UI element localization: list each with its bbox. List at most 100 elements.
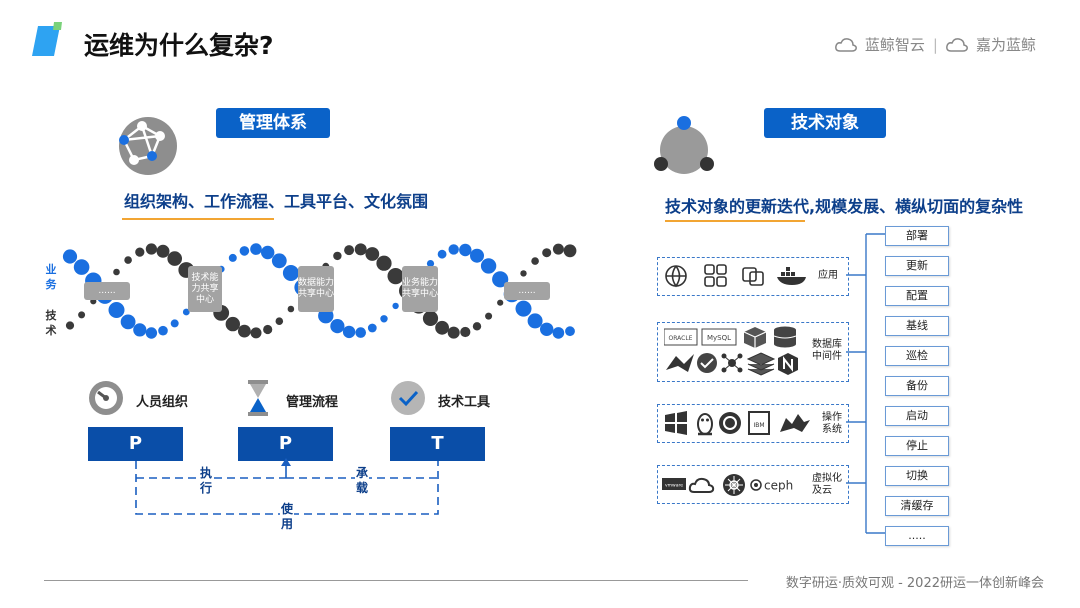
helix-box-data-capability: 数据能力共享中心 [298, 266, 334, 312]
helix-dot [170, 319, 179, 328]
helix-dot [167, 251, 182, 266]
nginx-icon [778, 353, 798, 375]
virtualization-icons: vmware ceph [662, 474, 793, 496]
check-icon [391, 381, 425, 415]
flow-execute-label: 执行 [199, 466, 213, 496]
label-business: 业务 [45, 263, 57, 291]
helix-dot [542, 248, 552, 258]
management-subtitle: 组织架构、工作流程、工具平台、文化氛围 [124, 192, 429, 211]
helix-dot [238, 324, 251, 338]
tech-object-subtitle: 技术对象的更新迭代,规模发展、横纵切面的复杂性 [665, 197, 1024, 216]
group-virtualization [657, 465, 849, 504]
helix-dot [355, 327, 367, 338]
group-databases-label: 数据库中间件 [812, 339, 842, 362]
globe-icon [665, 265, 687, 288]
op-update: 更新 [885, 256, 949, 276]
network-globe-icon [119, 117, 177, 175]
helix-dot [156, 244, 170, 258]
helix-dot [330, 319, 345, 334]
helix-dot [113, 268, 120, 276]
helix-dot [563, 244, 577, 258]
op-switch: 切换 [885, 466, 949, 486]
helix-dot [354, 243, 367, 256]
op-clear-cache: 清缓存 [885, 496, 949, 516]
helix-dot [124, 256, 132, 264]
op-configure: 配置 [885, 286, 949, 306]
helix-dot [380, 315, 388, 323]
svg-text:ORACLE: ORACLE [669, 335, 693, 342]
helix-dot [472, 322, 482, 331]
helix-dot [228, 253, 237, 262]
footer-divider [44, 580, 748, 581]
windows-icon [665, 411, 687, 435]
gauge-icon [89, 381, 123, 415]
helix-dot [552, 327, 565, 339]
helix-dot [540, 322, 554, 336]
stack-icon [746, 352, 776, 376]
helix-dot [271, 253, 287, 269]
op-stop: 停止 [885, 436, 949, 456]
helix-dot [145, 327, 158, 339]
docker-icon [777, 267, 806, 285]
helix-dot [135, 247, 145, 257]
page-title: 运维为什么复杂? [84, 31, 274, 60]
svg-text:IBM: IBM [753, 422, 764, 429]
helix-dot [422, 310, 439, 326]
ibm-icon: IBM [748, 411, 770, 435]
op-backup: 备份 [885, 376, 949, 396]
management-pill: 管理体系 [216, 108, 330, 138]
tool-label-tools: 技术工具 [438, 395, 491, 410]
os-icons: IBM [665, 411, 810, 436]
label-tech: 技术 [45, 309, 57, 337]
brand-separator: | [932, 35, 938, 54]
helix-dot [78, 311, 86, 319]
group-os-label: 操作系统 [822, 412, 842, 435]
helix-box-business-capability: 业务能力共享中心 [402, 266, 438, 312]
helix-dot [527, 313, 543, 329]
op-deploy: 部署 [885, 226, 949, 246]
op-more: ..... [885, 526, 949, 546]
helix-dot [182, 308, 190, 316]
group-virtualization-label: 虚拟化及云 [812, 473, 842, 496]
svg-text:vmware: vmware [665, 483, 683, 489]
brand-logos: 蓝鲸智云 | 嘉为蓝鲸 [835, 34, 1036, 55]
group-apps [657, 257, 849, 296]
helix-dot [62, 249, 78, 264]
mysql-icon: MySQL [701, 328, 737, 346]
helix-dot [342, 325, 356, 339]
helix-dot [565, 326, 575, 337]
helix-dot [447, 326, 460, 339]
helix-dot [158, 325, 168, 336]
box-tools: T [390, 427, 485, 461]
svg-text:MySQL: MySQL [707, 334, 731, 342]
helix-dot [485, 312, 493, 320]
helix-dot [108, 302, 125, 318]
helix-dot [120, 314, 136, 330]
flow-carry-label: 承载 [355, 466, 369, 496]
nodes-icon [721, 353, 743, 373]
helix-dot [261, 245, 275, 260]
helix-dot [376, 255, 392, 271]
footer-text: 数字研运·质效可观 - 2022研运一体创新峰会 [785, 576, 1044, 591]
helix-dot [392, 302, 399, 310]
helix-dot [460, 326, 471, 338]
bracket-connector [846, 233, 886, 534]
helix-dot [250, 327, 262, 339]
op-start: 启动 [885, 406, 949, 426]
management-underline [122, 218, 274, 220]
box-people: P [88, 427, 183, 461]
helix-dot [225, 316, 240, 332]
brand-mark-icon [32, 22, 62, 56]
vmware-icon: vmware [662, 478, 686, 490]
tech-object-pill: 技术对象 [764, 108, 886, 138]
helix-dot [287, 305, 295, 313]
brand-left: 蓝鲸智云 [864, 36, 925, 54]
flow-use-label: 使用 [280, 502, 294, 532]
helix-dot [435, 320, 449, 335]
helix-dot [333, 251, 342, 261]
op-inspect: 巡检 [885, 346, 949, 366]
grid-icon [704, 264, 727, 287]
brand-right: 嘉为蓝鲸 [975, 36, 1036, 54]
helix-dot [367, 323, 377, 333]
helix-dot [552, 243, 564, 255]
